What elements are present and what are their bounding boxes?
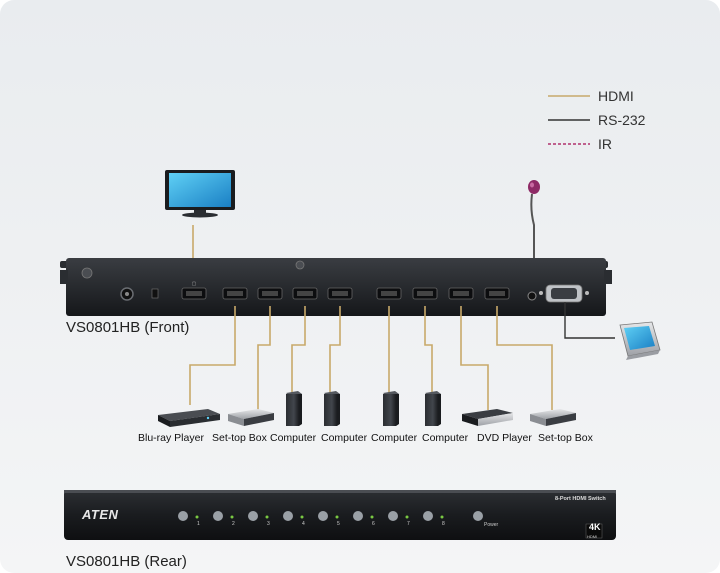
hdmi-port-row: ▢ [181,281,510,300]
svg-text:▢: ▢ [192,281,197,287]
lcd-monitor-icon [165,170,235,218]
device-label-bluray: Blu-ray Player [138,432,204,444]
device-label-computer-1: Computer [270,432,317,444]
port-num-6: 6 [372,521,375,527]
computer-tower-icon [286,391,302,426]
hdmi-port-output: ▢ [181,281,207,300]
legend-hdmi-label: HDMI [598,88,634,104]
hdmi-input-cables [189,306,553,410]
device-label-computer-4: Computer [422,432,469,444]
touch-panel-icon [619,321,661,360]
hdmi-port-in-6 [412,287,438,300]
badge-hdmi: HDMI [587,534,598,539]
front-unit [60,258,612,316]
port-num-4: 4 [302,521,305,527]
rear-unit [64,490,616,540]
legend-ir-label: IR [598,136,612,152]
port-num-7: 7 [407,521,410,527]
port-num-5: 5 [337,521,340,527]
settop-box-icon [530,409,576,426]
hdmi-port-in-4 [327,287,353,300]
ir-receiver-icon [528,180,540,290]
computer-tower-icon [383,391,399,426]
hdmi-port-in-1 [222,287,248,300]
device-label-computer-3: Computer [371,432,418,444]
computer-tower-icon [425,391,441,426]
hdmi-port-in-7 [448,287,474,300]
device-label-settop-1: Set-top Box [212,432,267,444]
port-led-row [178,511,483,521]
port-num-3: 3 [267,521,270,527]
badge-4k: 4K [589,522,601,532]
port-num-1: 1 [197,521,200,527]
power-label: Power [484,522,499,528]
device-label-settop-2: Set-top Box [538,432,593,444]
settop-box-icon [228,409,274,426]
port-num-8: 8 [442,521,445,527]
device-label-dvd: DVD Player [477,432,532,444]
hdmi-port-in-8 [484,287,510,300]
rear-unit-label: VS0801HB (Rear) [66,553,187,570]
front-unit-label: VS0801HB (Front) [66,319,190,336]
rs232-cable [564,302,615,339]
bluray-player-icon [158,409,220,427]
hdmi-port-in-5 [376,287,402,300]
hdmi-port-in-3 [292,287,318,300]
port-num-2: 2 [232,521,235,527]
aten-logo: ATEN [82,507,119,522]
device-label-computer-2: Computer [321,432,368,444]
rear-product-title: 8-Port HDMI Switch [555,496,606,502]
computer-tower-icon [324,391,340,426]
hdmi-port-in-2 [257,287,283,300]
dvd-player-icon [462,409,513,426]
legend-rs232-label: RS-232 [598,112,646,128]
